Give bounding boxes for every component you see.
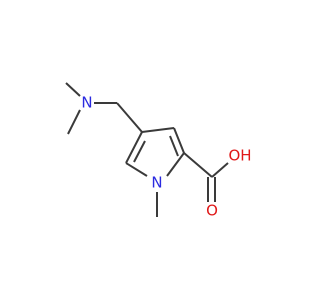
bond-methyl-b-to-amine-n [67, 109, 81, 135]
carbonyl-oxygen-label: O [206, 202, 218, 220]
bond-c2-to-carboxyl-c [183, 152, 213, 178]
ring-bond-c5-c4 [125, 131, 143, 164]
ring-nitrogen-label: N [151, 174, 162, 192]
ring-bond-c4-c3 [141, 127, 175, 133]
ring-bond-c2-n1 [166, 152, 185, 177]
ring-bond-n1-c5 [125, 162, 148, 177]
hydroxyl-label: OH [228, 147, 251, 165]
bond-ch2-to-c4 [116, 102, 143, 133]
amine-nitrogen-label: N [81, 94, 92, 112]
bond-methyl-a-to-amine-n [65, 82, 81, 97]
ring-bond-c3-c2-inner [169, 135, 179, 157]
ring-bond-c3-c2 [173, 127, 185, 154]
bond-carboxyl-c-to-oh [211, 162, 229, 178]
ring-bond-c5-c4-inner [133, 140, 146, 163]
bonds [65, 82, 229, 217]
atom-labels: N N OH O [81, 94, 251, 220]
molecule-structure-diagram: N N OH O [65, 82, 252, 220]
